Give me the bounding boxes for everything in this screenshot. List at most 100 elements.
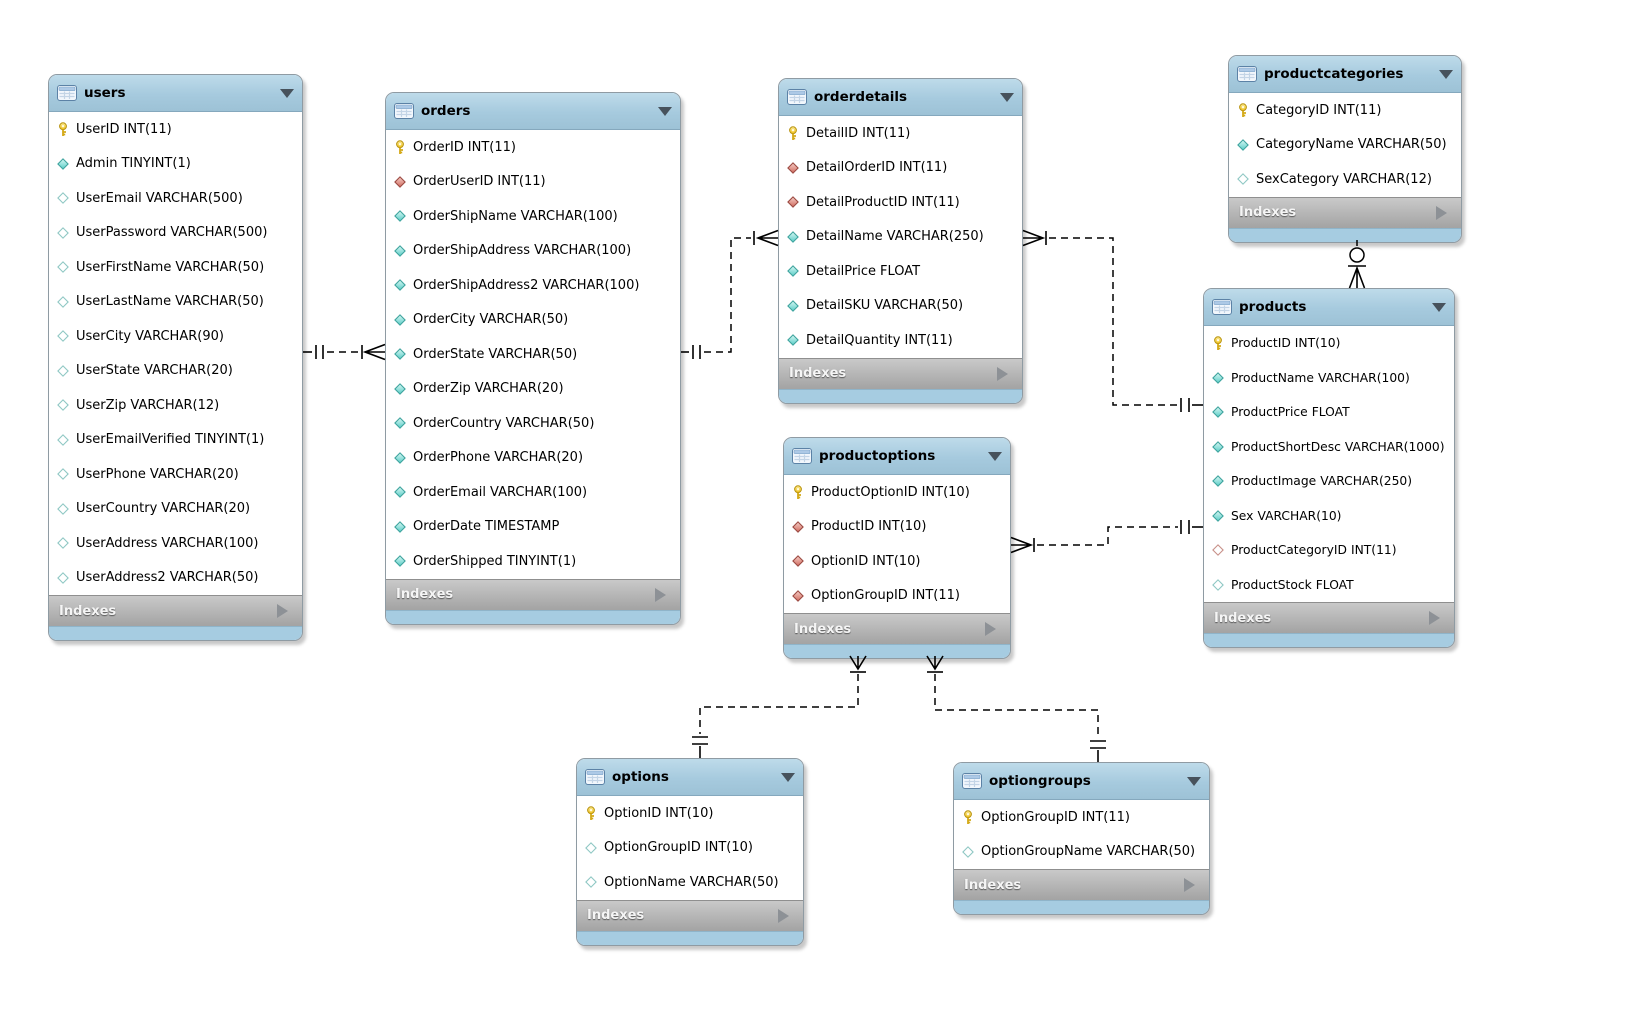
indexes-row[interactable]: Indexes <box>386 578 680 610</box>
column-name: UserLastName <box>76 294 172 310</box>
column-name: OptionName <box>604 874 686 890</box>
relationship-users-orders[interactable] <box>303 343 386 361</box>
relationship-orders-orderdetails[interactable] <box>681 229 779 360</box>
chevron-down-icon[interactable] <box>280 88 294 98</box>
table-header-options[interactable]: options <box>577 759 803 796</box>
table-header-productoptions[interactable]: productoptions <box>784 438 1010 475</box>
table-header-products[interactable]: products <box>1204 289 1454 326</box>
foreign-key-diamond-red-filled-icon <box>786 195 800 209</box>
chevron-down-icon[interactable] <box>1439 69 1453 79</box>
table-header-orderdetails[interactable]: orderdetails <box>779 79 1022 116</box>
column-type: VARCHAR(50) <box>175 294 264 310</box>
indexes-row[interactable]: Indexes <box>1229 196 1461 228</box>
chevron-down-icon[interactable] <box>781 772 795 782</box>
relationship-productoptions-options[interactable] <box>692 655 867 758</box>
indexes-row[interactable]: Indexes <box>49 595 302 626</box>
column-type: TINYINT(1) <box>121 156 191 172</box>
indexes-row[interactable]: Indexes <box>784 613 1010 644</box>
table-icon <box>1212 299 1232 315</box>
indexes-row[interactable]: Indexes <box>954 869 1209 900</box>
indexes-row[interactable]: Indexes <box>1204 602 1454 633</box>
table-header-users[interactable]: users <box>49 75 302 112</box>
table-header-productcategories[interactable]: productcategories <box>1229 56 1461 93</box>
relationship-productoptions-optiongroups[interactable] <box>926 655 1106 762</box>
column-diamond-cyan-filled-icon <box>393 313 407 327</box>
indexes-row[interactable]: Indexes <box>779 357 1022 389</box>
indexes-row[interactable]: Indexes <box>577 899 803 931</box>
relationship-productoptions-products[interactable] <box>1010 520 1203 554</box>
table-header-orders[interactable]: orders <box>386 93 680 130</box>
chevron-down-icon[interactable] <box>1000 92 1014 102</box>
chevron-down-icon[interactable] <box>1187 776 1201 786</box>
chevron-down-icon[interactable] <box>988 451 1002 461</box>
chevron-down-icon[interactable] <box>1432 302 1446 312</box>
chevron-down-icon[interactable] <box>658 106 672 116</box>
relationship-productcategories-products[interactable] <box>1348 240 1366 289</box>
relationship-orderdetails-products[interactable] <box>1022 229 1203 413</box>
table-header-optiongroups[interactable]: optiongroups <box>954 763 1209 800</box>
